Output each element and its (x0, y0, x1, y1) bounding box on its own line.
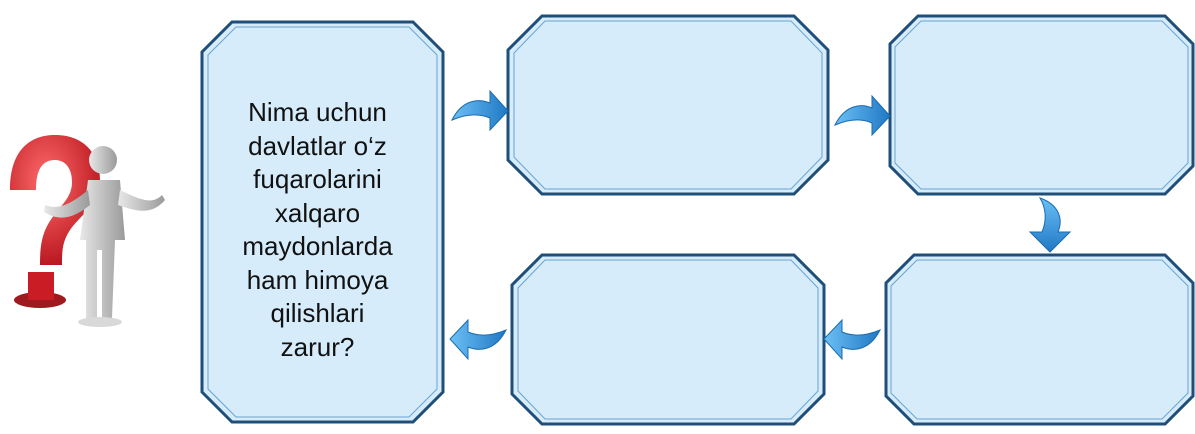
arrow-left-icon (823, 318, 882, 361)
question-line: xalqaro (274, 197, 361, 228)
box-bottom-right (884, 253, 1195, 426)
box-top-right (888, 14, 1195, 196)
question-line: qilishlari (270, 298, 365, 328)
question-line: fuqarolarini (253, 164, 382, 194)
arrow-right-icon (833, 94, 891, 137)
arrow-left-icon (449, 318, 508, 361)
arrow-down-icon (1028, 197, 1072, 253)
box-bottom-middle (510, 253, 826, 426)
question-line: Nima uchun (248, 97, 387, 127)
question-mark-figure-icon (10, 135, 165, 327)
box-top-middle (506, 14, 830, 196)
question-line: ham himoya (246, 264, 389, 295)
arrow-right-icon (450, 89, 509, 132)
question-line: davlatlar o‘z (248, 130, 387, 161)
question-line: maydonlarda (242, 231, 393, 261)
question-box (200, 20, 445, 424)
question-line: zarur? (280, 331, 355, 362)
question-text: Nima uchun davlatlar o‘z fuqarolarini xa… (205, 75, 430, 385)
